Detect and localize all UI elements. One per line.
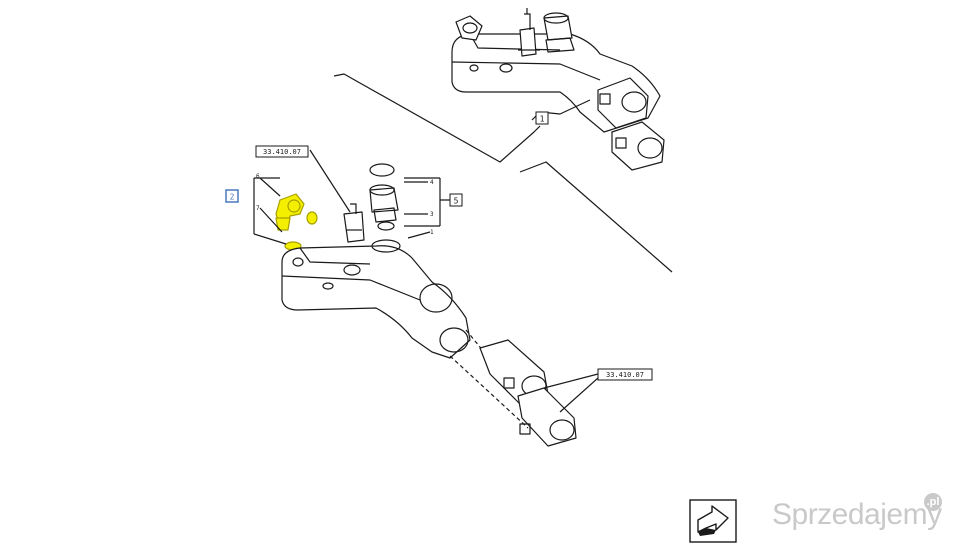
- item-number-5: 5: [454, 197, 459, 206]
- watermark-logo: Sprzedajemy: [772, 498, 942, 531]
- watermark-badge: .pl: [924, 493, 942, 511]
- item-number-6: 6: [256, 173, 260, 180]
- top-assembly: [451, 8, 665, 171]
- cartridge-lower: [517, 387, 577, 447]
- item-number-1: 1: [540, 115, 545, 124]
- item-number-3: 3: [430, 211, 434, 218]
- arrow-next-page-icon[interactable]: [689, 499, 737, 543]
- valve-body: [281, 239, 471, 359]
- highlighted-fitting: [275, 193, 305, 231]
- item-number-7: 7: [256, 205, 260, 212]
- item-number-4: 4: [430, 179, 434, 186]
- ref-box-bottom-right[interactable]: 33.410.07: [606, 371, 644, 379]
- item-number-2: 2: [230, 193, 235, 202]
- item-number-1-body: 1: [430, 229, 434, 236]
- ref-box-top-left[interactable]: 33.410.07: [263, 148, 301, 156]
